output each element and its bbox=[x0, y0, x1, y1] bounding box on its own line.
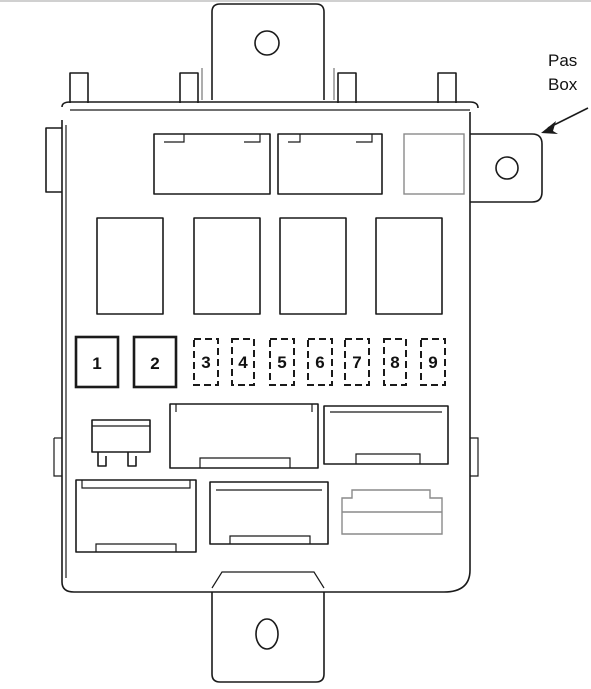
connector-mid-left bbox=[169, 403, 319, 469]
right-mounting-ear bbox=[470, 133, 543, 203]
fuse-8-label: 8 bbox=[390, 353, 399, 372]
connector-bottom-middle bbox=[209, 481, 329, 545]
top-mount-hole bbox=[254, 30, 280, 56]
callout-label-line-2: Box bbox=[548, 75, 578, 94]
fuse-2: 2 bbox=[132, 335, 178, 389]
top-mounting-tab bbox=[201, 3, 335, 100]
left-side-clip bbox=[45, 127, 62, 193]
fuse-3: 3 bbox=[193, 338, 219, 386]
relay-1 bbox=[96, 217, 164, 315]
fuse-7: 7 bbox=[344, 338, 370, 386]
relay-3 bbox=[279, 217, 347, 315]
fuse-1: 1 bbox=[74, 335, 120, 389]
connector-top-middle bbox=[277, 133, 383, 195]
fuse-1-label: 1 bbox=[92, 354, 101, 373]
fuse-2-label: 2 bbox=[150, 354, 159, 373]
main-housing bbox=[45, 112, 479, 593]
top-rim bbox=[61, 72, 479, 111]
fuse-row: 1 2 3 4 5 6 7 8 bbox=[74, 335, 446, 389]
right-mount-hole bbox=[495, 156, 519, 180]
fuse-9: 9 bbox=[420, 338, 446, 386]
top-connectors bbox=[153, 133, 465, 195]
fuse-4-label: 4 bbox=[238, 353, 248, 372]
fuse-5-label: 5 bbox=[277, 353, 286, 372]
connector-mid-right bbox=[323, 405, 449, 465]
connector-top-right bbox=[403, 133, 465, 195]
relay-2 bbox=[193, 217, 261, 315]
lower-connectors bbox=[91, 403, 449, 469]
fuse-8: 8 bbox=[383, 338, 407, 386]
connector-top-left bbox=[153, 133, 271, 195]
connector-bottom-right bbox=[341, 489, 443, 535]
relay-4 bbox=[375, 217, 443, 315]
fuse-4: 4 bbox=[231, 338, 255, 386]
connector-bottom-left bbox=[75, 479, 197, 553]
fuse-6-label: 6 bbox=[315, 353, 324, 372]
fuse-3-label: 3 bbox=[201, 353, 210, 372]
fuse-7-label: 7 bbox=[352, 353, 361, 372]
bottom-connectors bbox=[75, 479, 443, 553]
fuse-5: 5 bbox=[269, 338, 295, 386]
callout-arrow bbox=[541, 107, 589, 134]
fuse-9-label: 9 bbox=[428, 353, 437, 372]
connector-small-left bbox=[91, 419, 151, 467]
callout-label-line-1: Pas bbox=[548, 51, 577, 70]
bottom-mount-hole bbox=[255, 618, 279, 650]
bottom-mounting-tab bbox=[211, 571, 325, 683]
relay-row bbox=[96, 217, 443, 315]
fuse-6: 6 bbox=[307, 338, 333, 386]
